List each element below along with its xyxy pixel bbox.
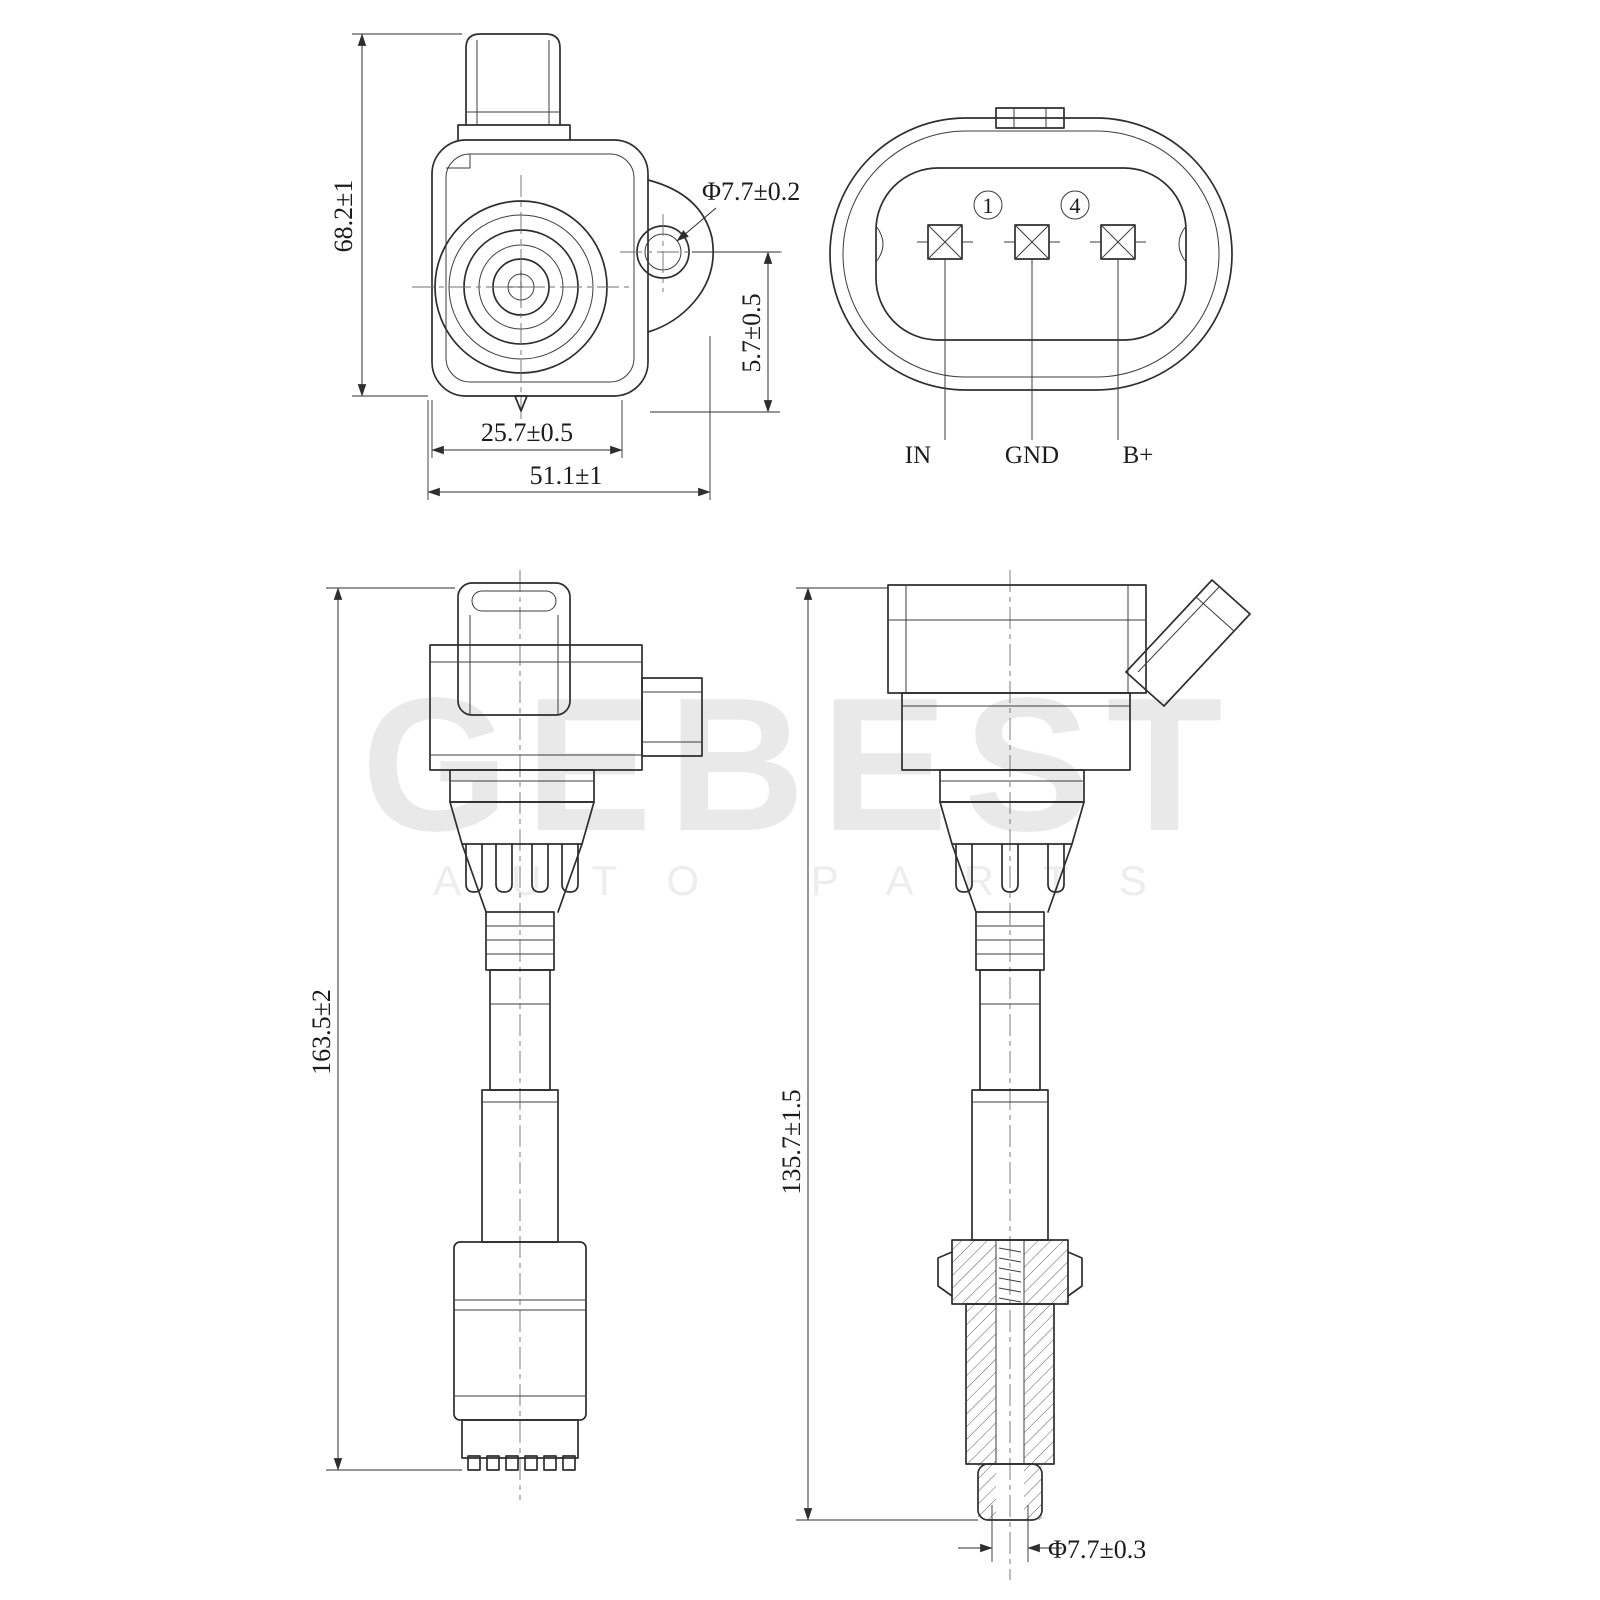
angled-connector	[1125, 579, 1251, 707]
mount-bracket	[641, 677, 703, 757]
connector-opening	[875, 167, 1187, 341]
pin-terminal-2	[1004, 224, 1060, 260]
dim-section-length: 135.7±1.5	[777, 1089, 806, 1194]
view-section: 135.7±1.5 Φ7.7±0.3	[777, 570, 1251, 1580]
spring-section	[998, 1247, 1022, 1303]
view-front: 163.5±2	[307, 570, 703, 1500]
stub-outline	[465, 33, 561, 126]
dim-section-tip: Φ7.7±0.3	[1048, 1535, 1146, 1564]
body-outline	[431, 139, 649, 397]
dim-top-width-outer: 51.1±1	[530, 461, 603, 490]
dim-front-length: 163.5±2	[307, 989, 336, 1075]
pin-label-in: IN	[905, 442, 931, 469]
mount-ear	[647, 179, 715, 333]
pin-terminal-3	[1090, 224, 1146, 260]
pin-marker-1: 1	[983, 193, 994, 218]
pin-marker-4: 4	[1070, 193, 1081, 218]
connector-tower	[457, 582, 571, 716]
dim-top-hole: Φ7.7±0.2	[702, 177, 800, 206]
view-top: 68.2±1 25.7±0.5 51.1±1 Φ7.7±0.2 5.7±0.5	[329, 33, 800, 500]
connector-outline	[829, 117, 1233, 391]
watermark-subtitle: AUTO PARTS	[433, 857, 1197, 904]
watermark: GEBEST AUTO PARTS	[361, 659, 1238, 904]
pin-label-gnd: GND	[1005, 442, 1059, 469]
view-connector: 1 4 IN GND B+	[829, 107, 1233, 469]
pin-terminal-1	[917, 224, 973, 260]
dim-top-width-inner: 25.7±0.5	[481, 418, 573, 447]
watermark-title: GEBEST	[361, 659, 1238, 871]
dim-top-offset: 5.7±0.5	[737, 293, 766, 372]
dim-top-height: 68.2±1	[329, 180, 358, 253]
pin-label-bplus: B+	[1123, 442, 1154, 469]
